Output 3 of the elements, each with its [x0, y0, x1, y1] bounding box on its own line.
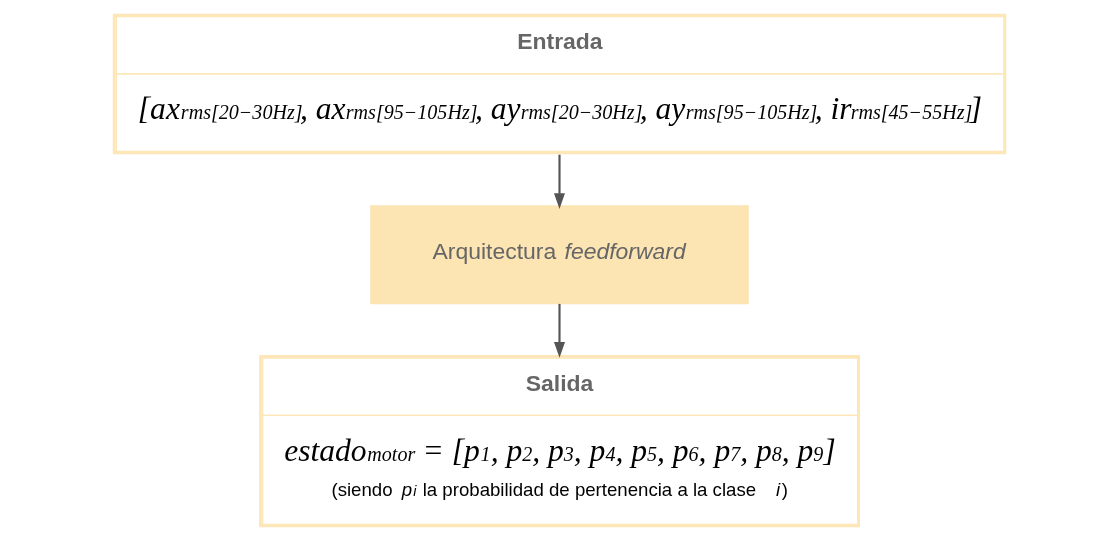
node-box: Arquitectura feedforward	[369, 205, 749, 305]
arrow	[553, 154, 565, 209]
arrow	[553, 303, 565, 358]
